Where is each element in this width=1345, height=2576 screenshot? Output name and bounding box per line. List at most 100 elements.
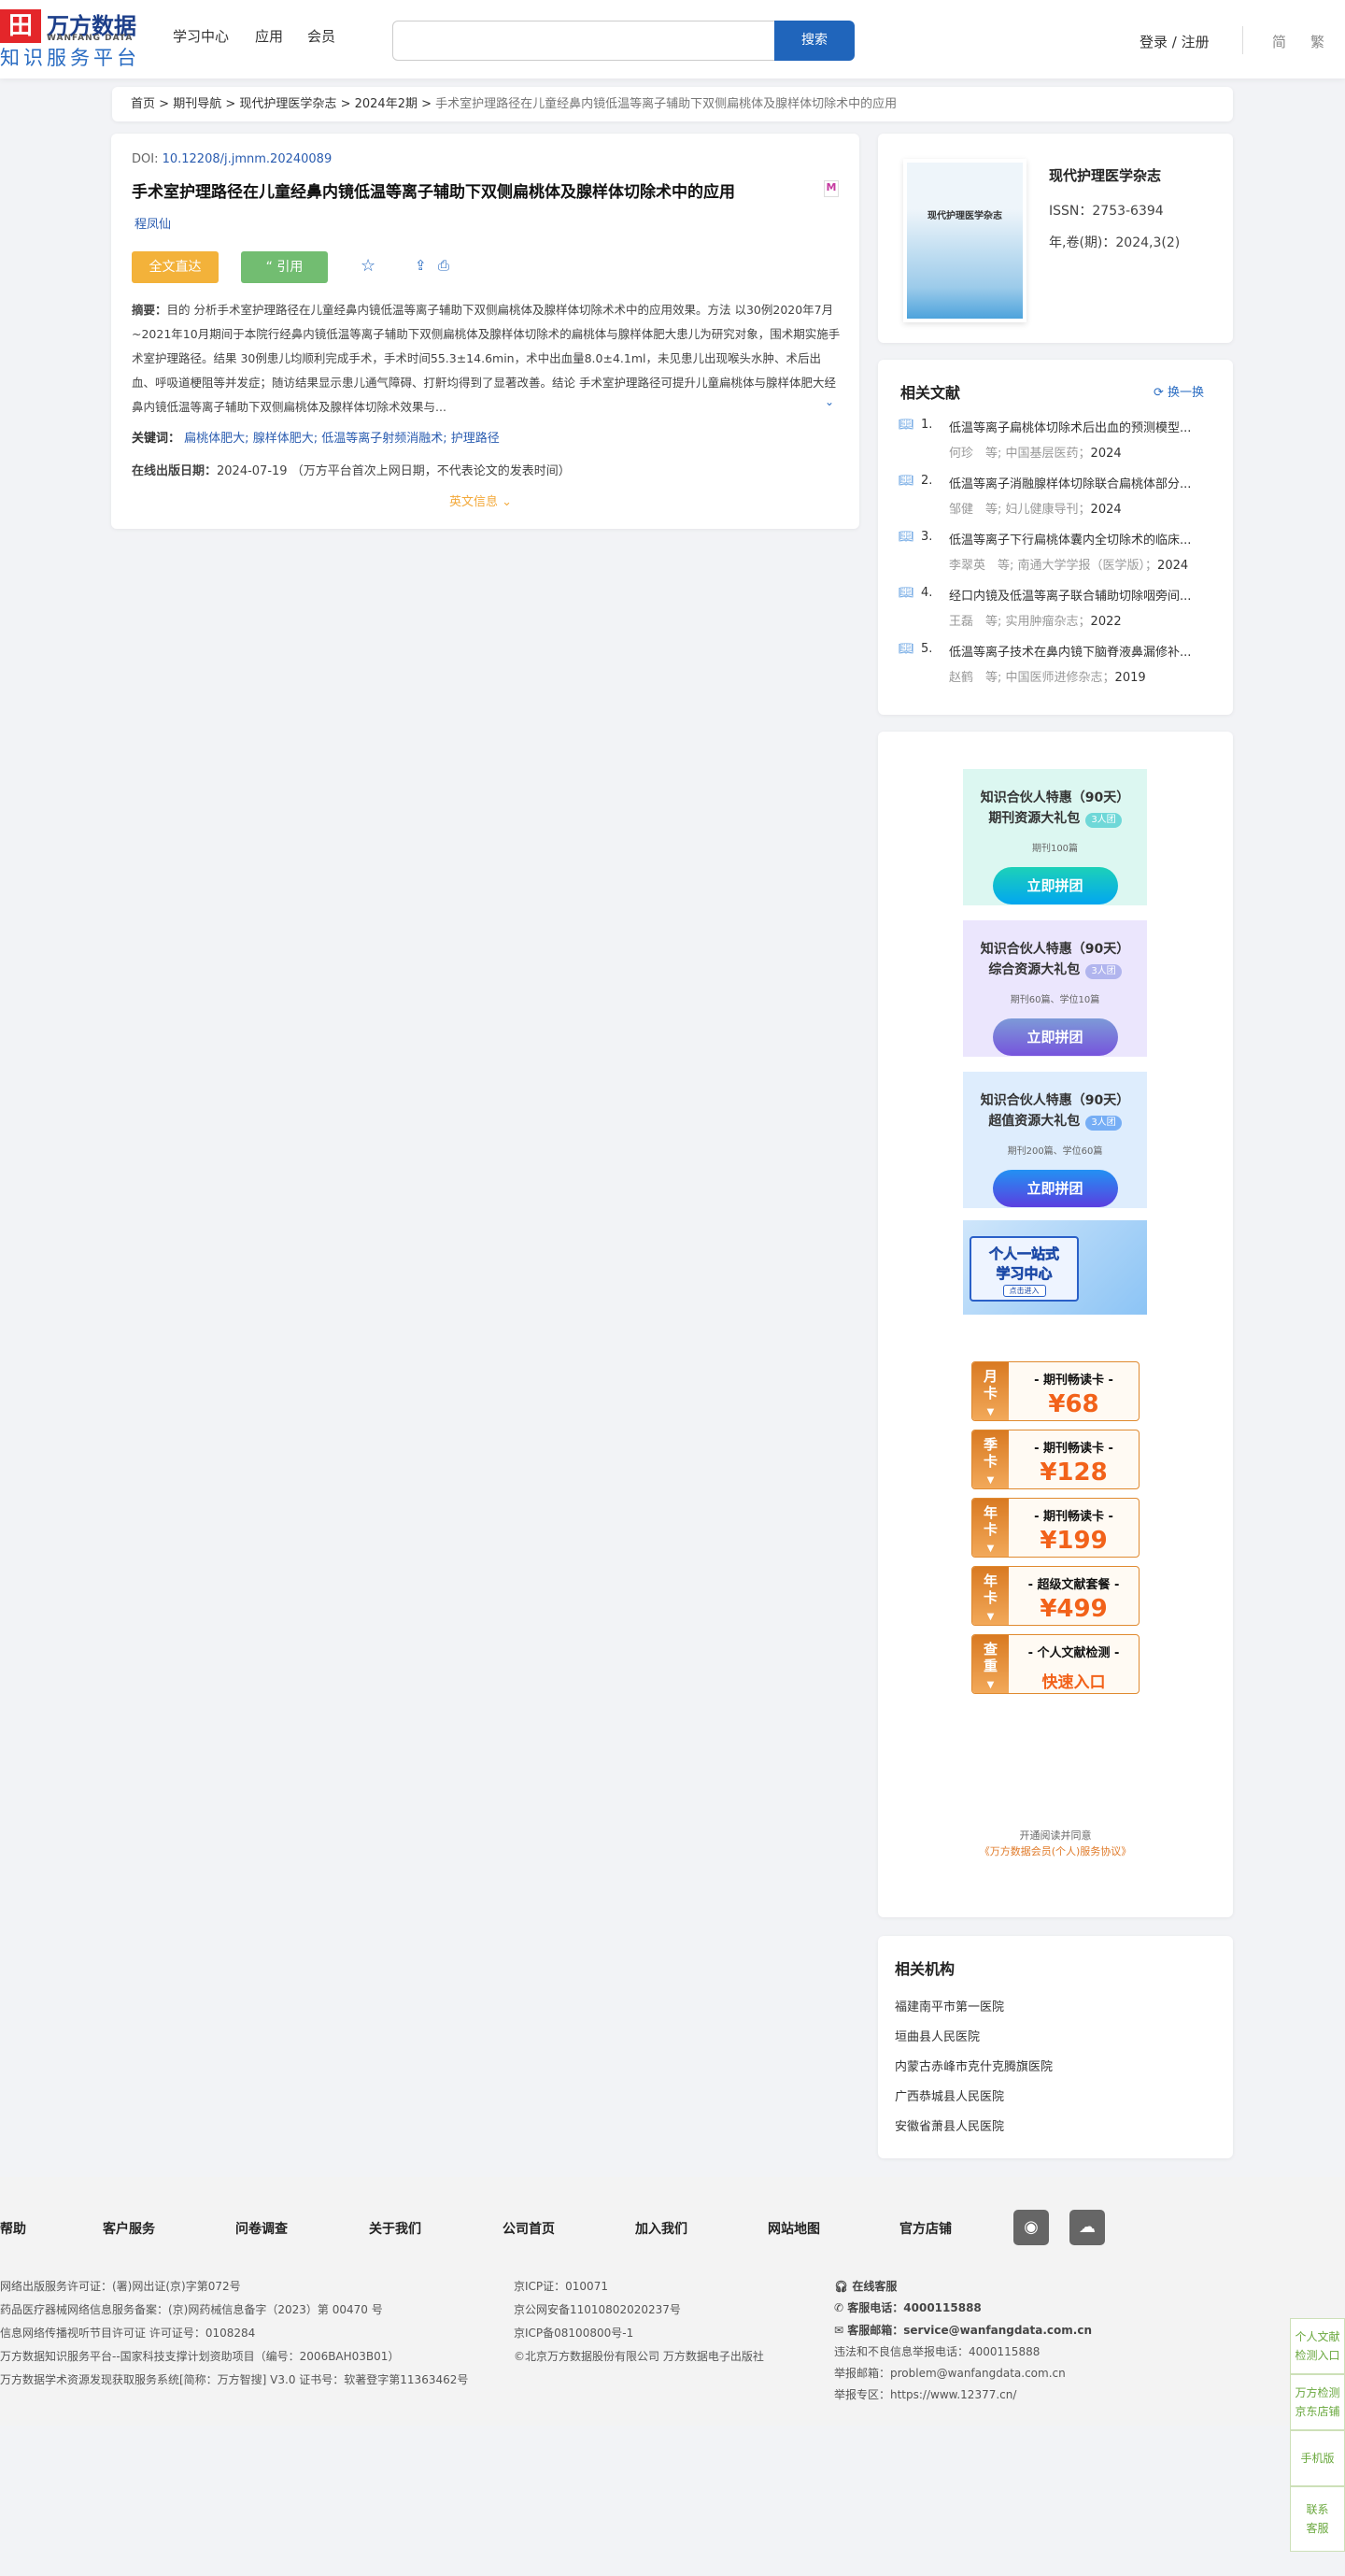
group-buy-button[interactable]: 立即拼团 xyxy=(992,1018,1118,1056)
related-doc-title[interactable]: 低温等离子技术在鼻内镜下脑脊液鼻漏修补... xyxy=(949,646,1192,660)
breadcrumb-issue[interactable]: 2024年2期 xyxy=(354,97,418,111)
share-icon[interactable]: ⇪ xyxy=(415,257,427,274)
service-agreement-link[interactable]: 《万方数据会员(个人)服务协议》 xyxy=(979,1845,1132,1857)
institution-link[interactable]: 垣曲县人民医院 xyxy=(895,2030,981,2044)
wanfang-logo-icon[interactable]: 田 xyxy=(0,9,41,43)
side-mobile[interactable]: 手机版 xyxy=(1290,2430,1345,2486)
institution-link[interactable]: 广西恭城县人民医院 xyxy=(895,2090,1005,2104)
related-doc-source[interactable]: 妇儿健康导刊； xyxy=(1005,503,1091,517)
lang-traditional[interactable]: 繁 xyxy=(1310,34,1325,50)
related-doc-title[interactable]: 低温等离子扁桃体切除术后出血的预测模型... xyxy=(949,421,1192,435)
card-price: ¥68 xyxy=(1048,1390,1099,1418)
side-plagiarism-check[interactable]: 个人文献检测入口 xyxy=(1290,2318,1345,2374)
nav-apps[interactable]: 应用 xyxy=(255,28,284,45)
breadcrumb-journal-nav[interactable]: 期刊导航 xyxy=(173,97,222,111)
institution-link[interactable]: 安徽省萧县人民医院 xyxy=(895,2120,1005,2134)
search-button[interactable]: 搜索 xyxy=(774,21,855,61)
footer-survey[interactable]: 问卷调查 xyxy=(235,2222,288,2237)
card-price: ¥128 xyxy=(1040,1459,1108,1487)
related-doc-author[interactable]: 李翠英 等; xyxy=(949,559,1014,573)
membership-card[interactable]: 月卡▼ - 期刊畅读卡 - ¥68 xyxy=(971,1361,1140,1421)
breadcrumb-journal[interactable]: 现代护理医学杂志 xyxy=(239,97,337,111)
lang-simplified[interactable]: 简 xyxy=(1272,34,1287,50)
related-doc-author[interactable]: 邹健 等; xyxy=(949,503,1002,517)
doi-link[interactable]: 10.12208/j.jmnm.20240089 xyxy=(162,152,333,166)
related-doc-title[interactable]: 低温等离子下行扁桃体囊内全切除术的临床... xyxy=(949,534,1192,548)
side-jd-store[interactable]: 万方检测京东店铺 xyxy=(1290,2374,1345,2430)
online-service[interactable]: 🎧︎ 在线客服 xyxy=(834,2278,897,2294)
english-info-toggle[interactable]: 英文信息 ⌄ xyxy=(449,491,512,509)
membership-card[interactable]: 查重▼ - 个人文献检测 - 快速入口 xyxy=(971,1634,1140,1694)
related-doc-item: 📖︎4.经口内镜及低温等离子联合辅助切除咽旁间... 王磊 等; 实用肿瘤杂志；… xyxy=(899,586,1221,629)
related-doc-source[interactable]: 南通大学学报（医学版）； xyxy=(1017,559,1158,573)
top-header: 田 万方数据 WANFANG DATA 知识服务平台 学习中心 应用 会员 搜索… xyxy=(0,0,1345,78)
institution-link[interactable]: 福建南平市第一医院 xyxy=(895,2000,1005,2014)
footer-sitemap[interactable]: 网站地图 xyxy=(768,2222,820,2237)
keyword-link[interactable]: 护理路径 xyxy=(450,432,500,446)
cite-button[interactable]: “ 引用 xyxy=(241,251,328,283)
group-buy-button[interactable]: 立即拼团 xyxy=(992,867,1118,904)
keyword-link[interactable]: 腺样体肥大; xyxy=(252,432,319,446)
banner-enter-button[interactable]: 点击进入 xyxy=(1002,1285,1046,1297)
print-icon[interactable]: ⎙ xyxy=(438,257,450,274)
banner-panel: 个人一站式 学习中心 点击进入 xyxy=(970,1236,1079,1302)
institution-link[interactable]: 内蒙古赤峰市克什克腾旗医院 xyxy=(895,2060,1054,2074)
keyword-link[interactable]: 低温等离子射频消融术; xyxy=(321,432,447,446)
side-contact-service[interactable]: 联系客服 xyxy=(1290,2486,1345,2552)
login-register-link[interactable]: 登录 / 注册 xyxy=(1140,34,1210,50)
footer-help[interactable]: 帮助 xyxy=(0,2222,26,2237)
card-price: 快速入口 xyxy=(1041,1673,1106,1692)
related-doc-year: 2024 xyxy=(1090,447,1122,461)
favorite-star-icon[interactable]: ☆ xyxy=(361,256,376,276)
expand-abstract-icon[interactable]: ⌄ xyxy=(825,395,835,408)
refresh-icon: ⟳ xyxy=(1154,386,1164,400)
journal-name[interactable]: 现代护理医学杂志 xyxy=(1049,167,1162,184)
membership-card[interactable]: 年卡▼ - 超级文献套餐 - ¥499 xyxy=(971,1566,1140,1626)
logo-text[interactable]: 万方数据 xyxy=(47,13,136,39)
related-doc-source[interactable]: 实用肿瘤杂志； xyxy=(1005,615,1091,629)
report-email[interactable]: 举报邮箱：problem@wanfangdata.com.cn xyxy=(834,2367,1066,2380)
keyword-link[interactable]: 扁桃体肥大; xyxy=(184,432,249,446)
footer-icp-line[interactable]: 京公网安备11010802020237号 xyxy=(514,2303,681,2316)
card-name: - 期刊畅读卡 - xyxy=(1034,1510,1113,1524)
related-doc-author[interactable]: 何珍 等; xyxy=(949,447,1002,461)
related-doc-source[interactable]: 中国基层医药； xyxy=(1005,447,1091,461)
journal-cover[interactable]: 现代护理医学杂志 xyxy=(903,159,1026,322)
search-input[interactable] xyxy=(392,21,775,61)
wechat-icon[interactable]: ☁ xyxy=(1069,2210,1105,2245)
pack-title: 知识合伙人特惠（90天） xyxy=(980,790,1130,805)
nav-membership[interactable]: 会员 xyxy=(307,28,336,45)
footer-official-store[interactable]: 官方店铺 xyxy=(899,2222,952,2237)
related-doc-author[interactable]: 王磊 等; xyxy=(949,615,1002,629)
footer-icp-line: ©北京万方数据股份有限公司 万方数据电子出版社 xyxy=(514,2350,764,2363)
breadcrumb-home[interactable]: 首页 xyxy=(131,97,156,111)
group-buy-button[interactable]: 立即拼团 xyxy=(992,1170,1118,1207)
related-doc-title[interactable]: 低温等离子消融腺样体切除联合扁桃体部分... xyxy=(949,477,1192,491)
learning-center-banner[interactable]: 个人一站式 学习中心 点击进入 xyxy=(963,1220,1147,1315)
weibo-icon[interactable]: ◉ xyxy=(1013,2210,1049,2245)
nav-learning-center[interactable]: 学习中心 xyxy=(173,28,230,45)
refresh-button[interactable]: ⟳ 换一换 xyxy=(1154,382,1204,400)
publish-date: 在线出版日期：2024-07-19 （万方平台首次上网日期，不代表论文的发表时间… xyxy=(132,461,571,478)
related-doc-source[interactable]: 中国医师进修杂志； xyxy=(1005,671,1115,685)
footer-customer-service[interactable]: 客户服务 xyxy=(103,2222,155,2237)
footer-about[interactable]: 关于我们 xyxy=(369,2222,421,2237)
email-value[interactable]: service@wanfangdata.com.cn xyxy=(903,2324,1092,2337)
card-name: - 期刊畅读卡 - xyxy=(1034,1442,1113,1456)
footer-company-home[interactable]: 公司首页 xyxy=(503,2222,555,2237)
mendeley-icon[interactable]: M xyxy=(824,180,839,197)
book-icon: 📖︎ xyxy=(899,642,914,656)
breadcrumb-sep: > xyxy=(159,97,170,111)
fulltext-button[interactable]: 全文直达 xyxy=(132,251,219,283)
membership-card[interactable]: 季卡▼ - 期刊畅读卡 - ¥128 xyxy=(971,1430,1140,1489)
footer-join-us[interactable]: 加入我们 xyxy=(635,2222,687,2237)
card-type: 年卡▼ xyxy=(972,1567,1009,1625)
author-link[interactable]: 程凤仙 xyxy=(134,218,172,232)
related-doc-title[interactable]: 经口内镜及低温等离子联合辅助切除咽旁间... xyxy=(949,590,1192,604)
related-doc-author[interactable]: 赵鹤 等; xyxy=(949,671,1002,685)
report-zone[interactable]: 举报专区：https://www.12377.cn/ xyxy=(834,2388,1017,2401)
journal-card: 现代护理医学杂志 现代护理医学杂志 ISSN：2753-6394 年,卷(期)：… xyxy=(878,134,1233,343)
membership-card[interactable]: 年卡▼ - 期刊畅读卡 - ¥199 xyxy=(971,1498,1140,1558)
divider xyxy=(1242,26,1243,54)
